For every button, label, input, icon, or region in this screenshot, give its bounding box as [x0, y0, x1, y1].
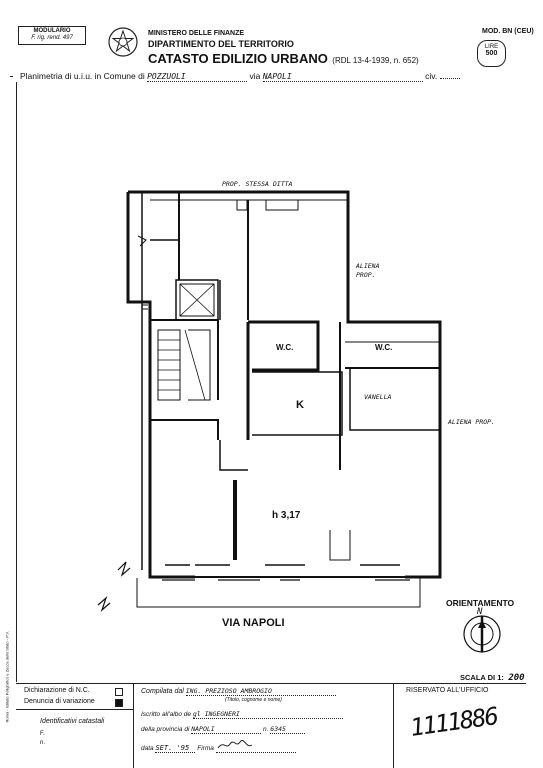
data-value: SET. '95 [155, 744, 196, 753]
compilata-label: Compilata dal [141, 688, 184, 695]
north-arrow [463, 615, 501, 653]
compilata-row: Compilata dal ING. PREZIOSO AMBROGIO [141, 687, 336, 696]
orientation-label: ORIENTAMENTO [446, 598, 515, 608]
firma-signature [215, 740, 296, 753]
iscritto-label: Iscritto all'albo de [141, 711, 192, 718]
dichiarazione-label: Dichiarazione di N.C. [24, 687, 90, 694]
comune-value: POZZUOLI [147, 72, 248, 82]
via-value: NAPOLI [262, 72, 423, 82]
denuncia-label: Denuncia di variazione [24, 698, 95, 705]
identificativi-label: Identificativi catastali [40, 718, 105, 725]
wc-label-2: W.C. [375, 343, 393, 352]
footer-left-split [16, 709, 133, 710]
aliena-prop-label-2: ALIENA PROP. [448, 418, 495, 426]
civ-label: civ. [425, 71, 438, 81]
department-label: DIPARTIMENTO DEL TERRITORIO [148, 39, 294, 49]
mod-label: MOD. BN (CEU) [482, 28, 534, 35]
lire-label: LIRE [484, 44, 499, 50]
footer-divider [16, 683, 526, 684]
provincia-row: della provincia di NAPOLI n. 6345 [141, 725, 306, 734]
republic-emblem [107, 26, 139, 58]
kitchen-label: K [296, 399, 304, 411]
street-label: VIA NAPOLI [222, 617, 285, 629]
frame-top-tick-left [10, 76, 13, 80]
scale-label: SCALA DI 1: [460, 673, 504, 682]
civ-value [439, 78, 460, 79]
lire-value: 500 [485, 50, 498, 57]
data-row: data SET. '95 Firma [141, 740, 296, 753]
via-label: via [249, 71, 261, 81]
lire-badge: LIRE 500 [477, 40, 506, 67]
numero-value: 6345 [270, 725, 306, 734]
provincia-label: della provincia di [141, 726, 190, 733]
iscritto-row: Iscritto all'albo de gl INGEGNERI [141, 710, 343, 719]
provincia-value: NAPOLI [191, 725, 262, 734]
document-title: CATASTO EDILIZIO URBANO (RDL 13-4-1939, … [148, 50, 419, 68]
vanella-label: VANELLA [364, 393, 392, 401]
denuncia-row: Denuncia di variazione [24, 698, 129, 707]
riservato-label: RISERVATO ALL'UFFICIO [406, 687, 489, 694]
north-label: N [477, 607, 483, 617]
ministry-label: MINISTERO DELLE FINANZE [148, 30, 245, 37]
drawing-frame [16, 82, 527, 682]
titolo-note: (Titolo, cognome e nome) [225, 697, 282, 703]
iscritto-value: gl INGEGNERI [192, 710, 343, 719]
outer-wall-left [126, 192, 195, 579]
emblem-icon [108, 27, 138, 57]
dichiarazione-checkbox[interactable] [115, 688, 123, 696]
prop-stessa-ditta-label: PROP. STESSA DITTA [222, 180, 293, 188]
compilata-value: ING. PREZIOSO AMBROGIO [185, 687, 336, 696]
wc-label-1: W.C. [276, 343, 294, 352]
footer-right-divider [393, 683, 394, 768]
aliena-prop-label: ALIENA PROP. [356, 262, 380, 279]
f-label: F. [40, 731, 45, 737]
room-height-label: h 3,17 [272, 510, 301, 521]
footer-left-divider [133, 683, 134, 768]
scale-value: 200 [508, 673, 525, 683]
denuncia-checkbox[interactable] [115, 699, 123, 707]
modulario-box: MODULARIO F. rig. rend. 497 [18, 26, 86, 45]
scale-row: SCALA DI 1: 200 [460, 667, 525, 685]
law-reference: (RDL 13-4-1939, n. 652) [332, 56, 419, 65]
signature-icon [217, 740, 252, 749]
firma-label: Firma [197, 745, 214, 752]
numero-label: n. [263, 726, 269, 733]
data-label: data [141, 745, 154, 752]
catasto-title: CATASTO EDILIZIO URBANO [148, 51, 328, 66]
dichiarazione-row: Dichiarazione di N.C. [24, 687, 129, 696]
planimetria-label: Planimetria di u.i.u. in Comune di [20, 71, 145, 81]
side-publisher-note: Roma - Istituto Poligrafico e Zecca dell… [4, 631, 10, 723]
modulario-label: MODULARIO [33, 28, 71, 34]
n-label: n. [40, 740, 46, 746]
planimetria-row: Planimetria di u.i.u. in Comune di POZZU… [20, 71, 525, 82]
modulario-sub: F. rig. rend. 497 [31, 35, 73, 41]
